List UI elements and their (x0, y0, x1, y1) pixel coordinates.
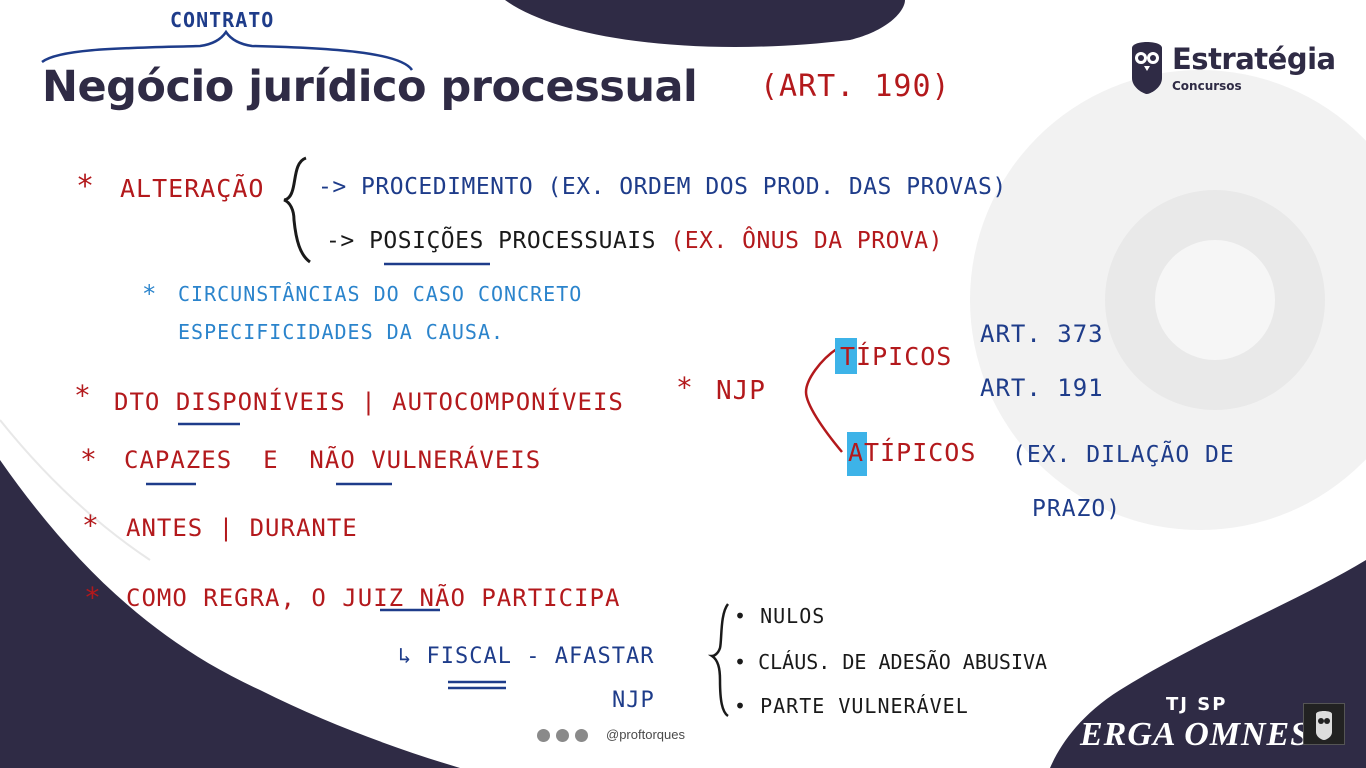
alteracao-bullet: * (76, 169, 96, 204)
fiscal-line: ↳ FISCAL - AFASTAR (398, 646, 654, 668)
fiscal-word: FISCAL (426, 644, 512, 669)
atipicos-highlight (847, 432, 867, 476)
direitos-line: DTO DISPONÍVEIS | AUTOCOMPONÍVEIS (114, 390, 624, 414)
dot (556, 729, 569, 742)
direitos-bullet: * (74, 379, 92, 412)
juiz-line: COMO REGRA, O JUIZ NÃO PARTICIPA (126, 586, 620, 610)
capazes-e: E (263, 446, 279, 474)
tipicos-label: TÍPICOS (840, 342, 953, 371)
njp-label: NJP (716, 376, 766, 406)
juiz-word: JUIZ (342, 584, 405, 612)
owl-icon (1132, 42, 1162, 94)
tipicos-highlight (835, 338, 857, 374)
course-line2: ERGA OMNES (1080, 716, 1311, 753)
fiscal-afastar: - AFASTAR (526, 644, 655, 669)
njp-bullet: * (676, 371, 694, 404)
capazes-vulneraveis: VULNERÁVEIS (371, 446, 542, 474)
posicoes-example: (EX. ÔNUS DA PROVA) (670, 228, 943, 254)
tipicos-art-191: ART. 191 (980, 374, 1104, 402)
brand-name: Estratégia (1172, 42, 1336, 76)
circunstancias-line2: ESPECIFICIDADES DA CAUSA. (178, 320, 505, 344)
tipicos-art-373: ART. 373 (980, 320, 1104, 348)
fiscal-arrow: ↳ (398, 644, 413, 669)
juiz-como-regra: COMO REGRA, O (126, 584, 327, 612)
owl-icon (1316, 711, 1332, 740)
atipicos-example-line2: PRAZO) (1032, 496, 1122, 522)
antes-text: ANTES | DURANTE (126, 514, 358, 542)
dot (575, 729, 588, 742)
owl-button[interactable] (1303, 703, 1345, 745)
brand-logo: Estratégia Concursos (1128, 38, 1338, 98)
atipicos-label: ATÍPICOS (848, 438, 977, 467)
circunstancias-bullet: * (142, 280, 158, 308)
alteracao-item-procedimento: -> PROCEDIMENTO (EX. ORDEM DOS PROD. DAS… (318, 176, 1007, 199)
juiz-nao-participa: NÃO PARTICIPA (419, 584, 621, 612)
course-line1: TJ SP (1166, 694, 1228, 715)
alteracao-item-posicoes: -> POSIÇÕES PROCESSUAIS (EX. ÔNUS DA PRO… (326, 230, 943, 253)
capazes-nao: NÃO (309, 446, 356, 474)
direitos-dto: DTO (114, 388, 161, 416)
page-title: Negócio jurídico processual (42, 62, 698, 112)
posicoes-arrow: -> (326, 228, 355, 254)
juiz-item-clausula: • CLÁUS. DE ADESÃO ABUSIVA (734, 650, 1048, 674)
brand-subtitle: Concursos (1172, 79, 1242, 93)
direitos-autocomponiveis: | AUTOCOMPONÍVEIS (361, 388, 624, 416)
juiz-item-nulos: • NULOS (734, 604, 826, 628)
pagination-dots (537, 729, 594, 747)
instagram-handle: @proftorques (606, 727, 685, 742)
capazes-bullet: * (80, 443, 98, 476)
dot (537, 729, 550, 742)
title-annotation: CONTRATO (170, 8, 275, 32)
juiz-bullet: * (84, 581, 102, 614)
posicoes-text: POSIÇÕES PROCESSUAIS (369, 228, 657, 254)
capazes-word: CAPAZES (124, 446, 233, 474)
direitos-disponiveis: DISPONÍVEIS (175, 388, 346, 416)
circunstancias-line1: CIRCUNSTÂNCIAS DO CASO CONCRETO (178, 282, 583, 306)
article-reference: (ART. 190) (760, 69, 951, 104)
procedimento-text: -> PROCEDIMENTO (EX. ORDEM DOS PROD. DAS… (318, 174, 1007, 200)
atipicos-example-line1: (EX. DILAÇÃO DE (1012, 442, 1235, 468)
capazes-line: CAPAZES E NÃO VULNERÁVEIS (124, 448, 541, 472)
juiz-item-parte-vulneravel: • PARTE VULNERÁVEL (734, 694, 969, 718)
antes-bullet: * (82, 509, 100, 542)
alteracao-label: ALTERAÇÃO (120, 174, 265, 203)
fiscal-njp: NJP (612, 688, 655, 713)
